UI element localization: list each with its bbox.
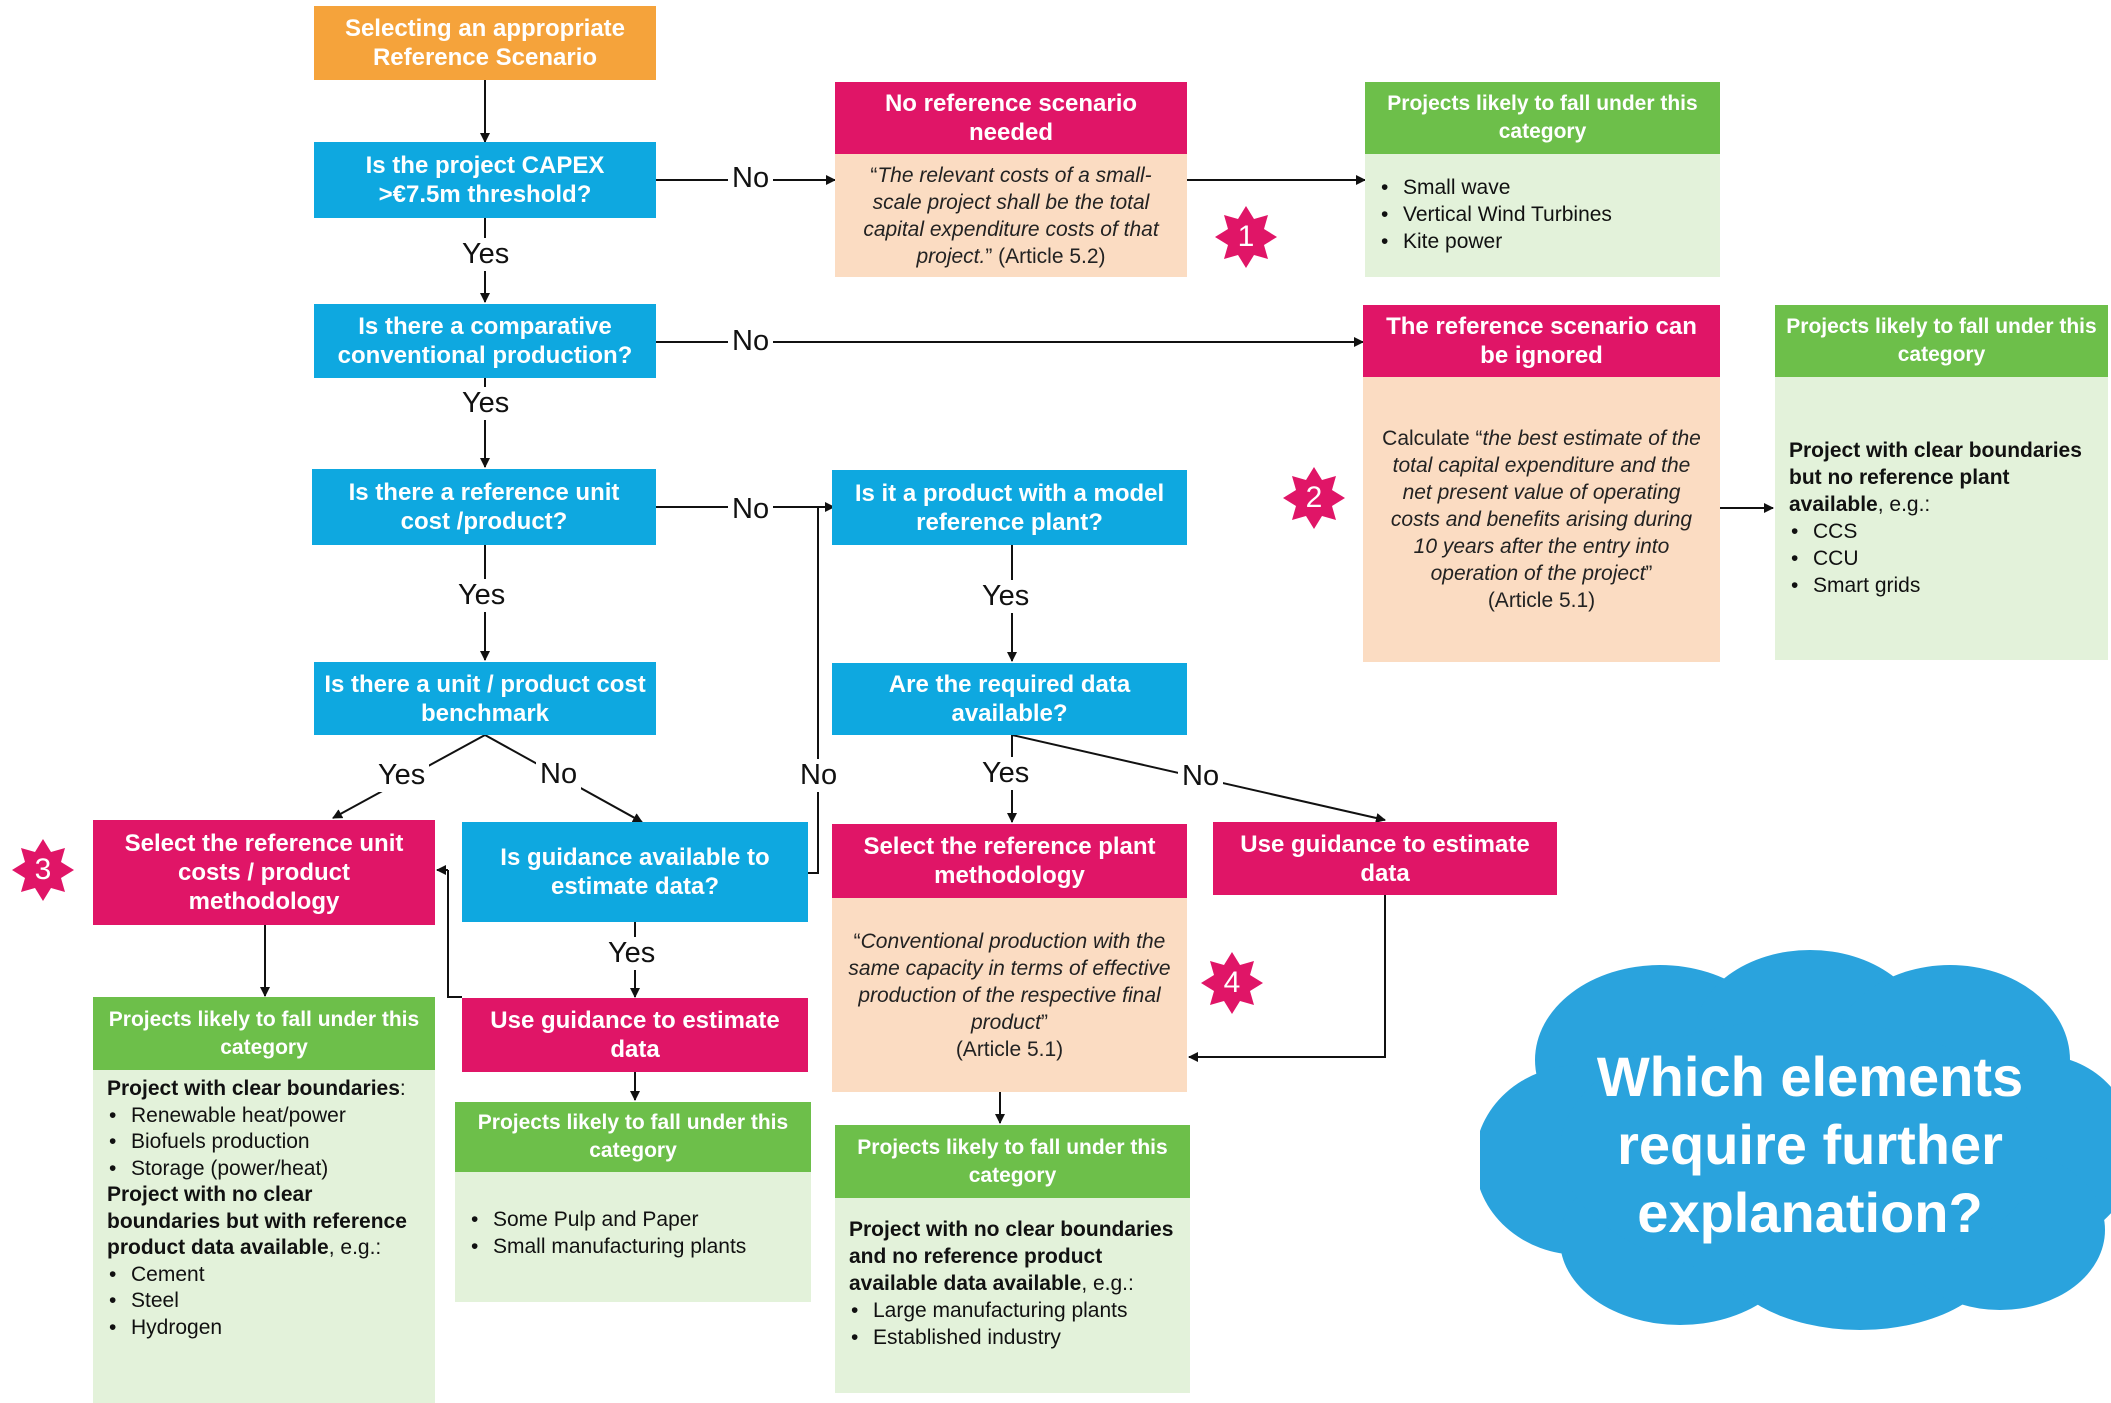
use-guidance-left: Use guidance to estimate data: [462, 998, 808, 1072]
category-2-title: Projects likely to fall under this categ…: [1775, 305, 2108, 377]
list-item: Steel: [109, 1288, 421, 1315]
label-yes-data-available: Yes: [978, 757, 1034, 790]
badge-1: 1: [1215, 206, 1277, 268]
category-3-heading-1: Project with clear boundaries:: [107, 1077, 406, 1100]
badge-3: 3: [12, 839, 74, 901]
label-no-comparative: No: [728, 325, 774, 358]
label-no-unit-cost: No: [728, 493, 774, 526]
select-plant-methodology: Select the reference plant methodology: [832, 824, 1187, 898]
reference-ignored-title: The reference scenario can be ignored: [1363, 305, 1720, 377]
question-guidance-available: Is guidance available to estimate data?: [462, 822, 808, 922]
list-item: Storage (power/heat): [109, 1156, 421, 1183]
category-pulp-list: Some Pulp and Paper Small manufacturing …: [455, 1172, 811, 1302]
category-4-title: Projects likely to fall under this categ…: [835, 1125, 1190, 1198]
category-3-heading-2: Project with no clear boundaries but wit…: [107, 1183, 407, 1259]
question-model-reference-plant: Is it a product with a model reference p…: [832, 470, 1187, 545]
list-item: Cement: [109, 1262, 421, 1289]
list-item: Hydrogen: [109, 1315, 421, 1342]
list-item: Large manufacturing plants: [851, 1297, 1176, 1324]
badge-2: 2: [1283, 467, 1345, 529]
no-reference-title: No reference scenario needed: [835, 82, 1187, 154]
category-1-list: Small wave Vertical Wind Turbines Kite p…: [1365, 154, 1720, 277]
badge-4: 4: [1201, 952, 1263, 1014]
list-item: Biofuels production: [109, 1129, 421, 1156]
cloud-question: Which elements require further explanati…: [1596, 1045, 2024, 1244]
question-cost-benchmark: Is there a unit / product cost benchmark: [314, 662, 656, 735]
label-no-benchmark: No: [536, 758, 582, 791]
list-item: Smart grids: [1791, 572, 2094, 599]
category-3-list: Project with clear boundaries: Renewable…: [93, 1070, 435, 1403]
no-reference-quote: “The relevant costs of a small-scale pro…: [863, 163, 1159, 268]
label-yes-model-plant: Yes: [978, 580, 1034, 613]
select-plant-article: (Article 5.1): [955, 1037, 1064, 1061]
list-item: Small wave: [1381, 174, 1706, 201]
select-unit-cost-methodology: Select the reference unit costs / produc…: [93, 820, 435, 925]
category-pulp-title: Projects likely to fall under this categ…: [455, 1102, 811, 1172]
reference-ignored-article: (Article 5.1): [1487, 589, 1596, 612]
label-no-guidance: No: [796, 759, 842, 792]
category-4-heading: Project with no clear boundaries and no …: [849, 1218, 1174, 1295]
start-box: Selecting an appropriate Reference Scena…: [314, 6, 656, 80]
category-4-list: Project with no clear boundaries and no …: [835, 1198, 1190, 1393]
cloud-shape: [1480, 950, 2111, 1330]
list-item: Some Pulp and Paper: [471, 1206, 797, 1233]
label-yes-capex: Yes: [458, 238, 514, 271]
label-yes-benchmark: Yes: [374, 759, 430, 792]
reference-ignored-quote-box: Calculate “the best estimate of the tota…: [1363, 377, 1720, 662]
select-plant-quote-box: “Conventional production with the same c…: [832, 898, 1187, 1092]
label-yes-comparative: Yes: [458, 387, 514, 420]
list-item: Kite power: [1381, 228, 1706, 255]
list-item: CCU: [1791, 545, 2094, 572]
use-guidance-right: Use guidance to estimate data: [1213, 822, 1557, 895]
list-item: Small manufacturing plants: [471, 1233, 797, 1260]
list-item: Renewable heat/power: [109, 1103, 421, 1130]
select-plant-quote: “Conventional production with the same c…: [848, 929, 1171, 1034]
question-comparative-production: Is there a comparative conventional prod…: [314, 304, 656, 378]
category-2-list: Project with clear boundaries but no ref…: [1775, 377, 2108, 660]
category-2-heading: Project with clear boundaries but no ref…: [1789, 439, 2082, 516]
question-capex: Is the project CAPEX >€7.5m threshold?: [314, 142, 656, 218]
list-item: Vertical Wind Turbines: [1381, 201, 1706, 228]
list-item: CCS: [1791, 518, 2094, 545]
category-3-title: Projects likely to fall under this categ…: [93, 997, 435, 1070]
reference-ignored-quote: Calculate “the best estimate of the tota…: [1382, 427, 1701, 585]
category-1-title: Projects likely to fall under this categ…: [1365, 82, 1720, 154]
question-reference-unit-cost: Is there a reference unit cost /product?: [312, 469, 656, 545]
no-reference-quote-box: “The relevant costs of a small-scale pro…: [835, 154, 1187, 277]
question-data-available: Are the required data available?: [832, 663, 1187, 735]
label-yes-unit-cost: Yes: [454, 579, 510, 612]
label-yes-guidance: Yes: [604, 937, 660, 970]
label-no-capex: No: [728, 162, 774, 195]
label-no-data-available: No: [1178, 760, 1224, 793]
list-item: Established industry: [851, 1324, 1176, 1351]
